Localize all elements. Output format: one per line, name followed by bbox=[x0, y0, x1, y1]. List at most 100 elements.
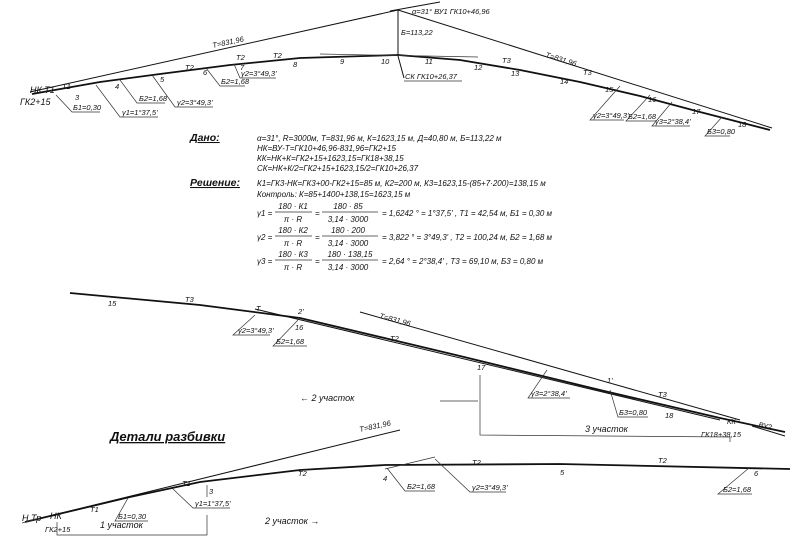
leader-line bbox=[272, 319, 307, 347]
element-labels: Б1=0,30 γ1=1°37,5' Б2=1,68 γ2=3°49,3' Б2… bbox=[55, 51, 736, 137]
vertex-label: α=31° ВУ1 ГК10+46,96 bbox=[412, 7, 491, 16]
leader-line bbox=[589, 85, 624, 121]
point-number: 3 bbox=[75, 93, 80, 102]
solution-heading: Решение: bbox=[190, 177, 240, 189]
leader-line bbox=[527, 369, 570, 399]
chord-line bbox=[384, 456, 436, 470]
g3-label: γ3=2°38,4' bbox=[655, 117, 691, 126]
t2-label: Т2 bbox=[390, 334, 400, 343]
leader-line bbox=[114, 497, 148, 522]
t3-label: Т3 bbox=[658, 390, 668, 399]
leader-line bbox=[717, 467, 752, 495]
chord-line bbox=[319, 53, 479, 58]
point-number: 15 bbox=[605, 85, 614, 94]
leader-line bbox=[651, 101, 690, 127]
point-number: 9 bbox=[340, 57, 345, 66]
g2-label: γ2=3°49,3' bbox=[238, 326, 274, 335]
leader-line bbox=[151, 74, 213, 108]
leader-line bbox=[205, 67, 245, 87]
middle-curve-diagram: 15 Т3 Т 2' 16 γ2=3°49,3' Б2=1,68 Т=831,9… bbox=[69, 292, 786, 442]
given-line: НК=ВУ-Т=ГК10+46,96-831,96=ГК2+15 bbox=[257, 144, 396, 153]
equals: = bbox=[315, 209, 320, 218]
point-number: 18 bbox=[738, 120, 747, 129]
fraction-numerator: 180 · К2 bbox=[278, 226, 308, 235]
section-1-label: 1 участок bbox=[100, 520, 144, 530]
tangent-line bbox=[359, 311, 741, 421]
b1-label: Б1=0,30 bbox=[73, 103, 102, 112]
formula-lhs: γ2 = bbox=[257, 233, 273, 242]
fraction-numerator: 180 · 85 bbox=[333, 202, 363, 211]
formula-lhs: γ1 = bbox=[257, 209, 273, 218]
g2-label: γ2=3°49,3' bbox=[472, 483, 508, 492]
point-number: 18 bbox=[665, 411, 674, 420]
solution-line: Контроль: К=85+1400+138,15=1623,15 м bbox=[257, 190, 411, 199]
fraction-numerator: 180 · 200 bbox=[331, 226, 365, 235]
t2-label: Т2 bbox=[273, 51, 283, 60]
fraction-denominator: π · R bbox=[284, 263, 302, 272]
tangent-extension bbox=[751, 425, 786, 437]
leader-line bbox=[95, 84, 158, 118]
fraction-numerator: 180 · К1 bbox=[278, 202, 308, 211]
leader-line bbox=[386, 467, 435, 492]
solution-line: К1=ГК3-НК=ГК3+00-ГК2+15=85 м, К2=200 м, … bbox=[257, 179, 546, 188]
t-label: Т bbox=[256, 304, 262, 313]
point-number: 1' bbox=[607, 376, 613, 385]
formula-result: = 1,6242 ° = 1°37,5' , Т1 = 42,54 м, Б1 … bbox=[382, 209, 553, 218]
point-number: 17 bbox=[692, 107, 701, 116]
given-line: α=31°, R=3000м, Т=831,96 м, К=1623,15 м,… bbox=[257, 134, 502, 143]
point-number: 4 bbox=[115, 82, 119, 91]
g2-label: γ2=3°49,3' bbox=[593, 111, 629, 120]
t2-label: Т2 bbox=[185, 63, 195, 72]
leader-line bbox=[171, 487, 230, 509]
b2-label: Б2=1,68 bbox=[407, 482, 436, 491]
point-number: 11 bbox=[425, 57, 433, 66]
middle-point-label: СК ГК10+26,37 bbox=[405, 72, 458, 81]
point-number: 2' bbox=[297, 307, 304, 316]
leader-line bbox=[55, 94, 100, 113]
point-number: 5 bbox=[160, 75, 165, 84]
g3-label: γ3=2°38,4' bbox=[531, 389, 567, 398]
details-title: Детали разбивки bbox=[109, 429, 225, 444]
vu2-label: ВУ2 bbox=[758, 420, 774, 432]
fraction-numerator: 180 · К3 bbox=[278, 250, 308, 259]
given-heading: Дано: bbox=[189, 132, 220, 144]
circular-curve bbox=[31, 54, 771, 131]
point-number: 14 bbox=[560, 77, 568, 86]
t3-label: Т3 bbox=[583, 68, 593, 77]
equals: = bbox=[315, 233, 320, 242]
fraction-denominator: 3,14 · 3000 bbox=[328, 215, 369, 224]
leader-line bbox=[233, 63, 276, 79]
point-number: 17 bbox=[477, 363, 486, 372]
t2-label: Т2 bbox=[236, 53, 246, 62]
t1-label: Т1 bbox=[90, 505, 99, 514]
tangent-label: Т=831,96 bbox=[359, 418, 393, 434]
fraction-numerator: 180 · 138,15 bbox=[328, 250, 373, 259]
leader-line bbox=[609, 389, 648, 418]
nk-pk-label: ГК2+15 bbox=[45, 525, 71, 534]
leader-line bbox=[119, 79, 165, 104]
formula-result: = 2,64 ° = 2°38,4' , Т3 = 69,10 м, Б3 = … bbox=[382, 257, 544, 266]
top-curve-diagram: α=31° ВУ1 ГК10+46,96 Б=113,22 Т=831,96 Т… bbox=[20, 1, 773, 137]
point-number: 16 bbox=[648, 95, 657, 104]
section-bracket bbox=[56, 515, 208, 536]
point-number: 8 bbox=[293, 60, 298, 69]
point-number: 10 bbox=[381, 57, 390, 66]
section-3-label: 3 участок bbox=[585, 424, 629, 434]
point-number: 7 bbox=[240, 63, 245, 72]
underline bbox=[21, 517, 41, 524]
fraction-denominator: 3,14 · 3000 bbox=[328, 263, 369, 272]
chord-line bbox=[254, 308, 721, 421]
leader-line bbox=[232, 314, 270, 336]
b2-label: Б2=1,68 bbox=[139, 94, 168, 103]
point-number: 5 bbox=[560, 468, 565, 477]
point-number: 13 bbox=[511, 69, 520, 78]
curve-line bbox=[24, 463, 791, 523]
t2-label: Т2 bbox=[658, 456, 668, 465]
point-number: 16 bbox=[295, 323, 304, 332]
b3-label: Б3=0,80 bbox=[707, 127, 736, 136]
g1-label: γ1=1°37,5' bbox=[195, 499, 231, 508]
formula-result: = 3,822 ° = 3°49,3' , Т2 = 100,24 м, Б2 … bbox=[382, 233, 553, 242]
tangent-right-label: Т=831,96 bbox=[544, 50, 578, 68]
point-number: 4 bbox=[383, 474, 387, 483]
